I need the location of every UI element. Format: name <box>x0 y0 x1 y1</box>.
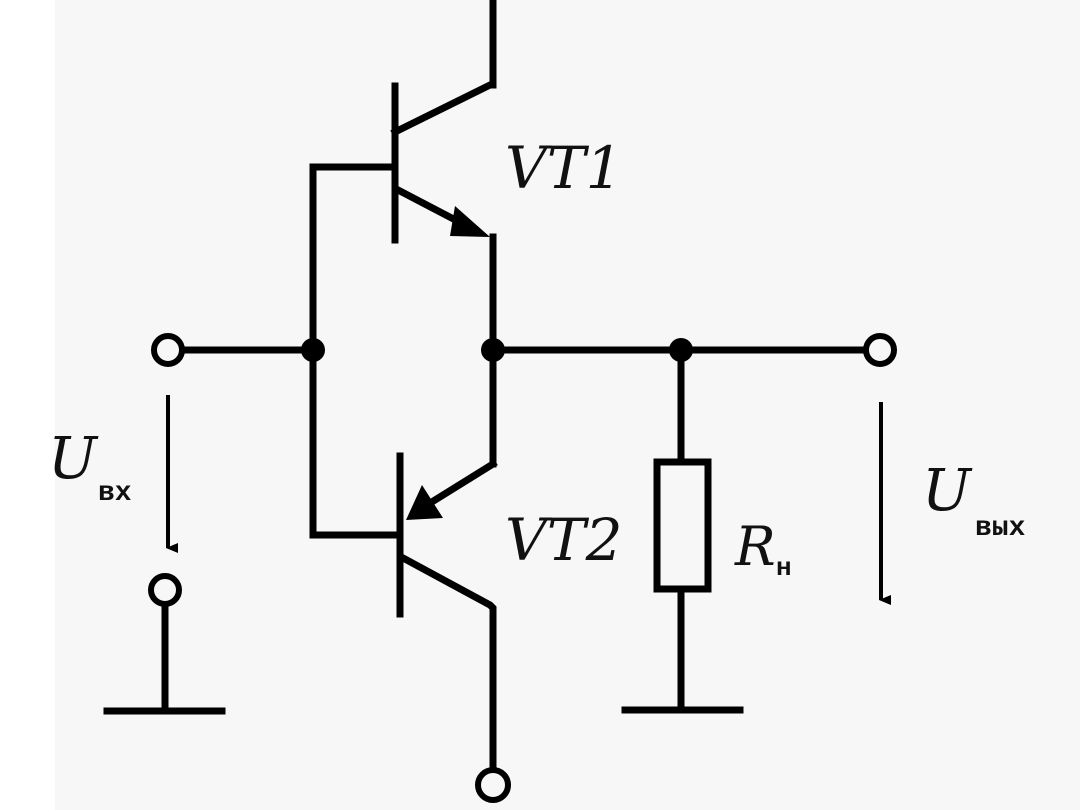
emitter-junction-node <box>481 338 505 362</box>
vt1-collector <box>390 0 497 137</box>
output-terminal <box>863 333 897 367</box>
vt2-emitter-arrow-icon <box>406 485 443 520</box>
input-terminal <box>151 333 185 367</box>
output-voltage-label: U <box>922 456 973 524</box>
input-voltage-label: U <box>48 424 99 492</box>
vt2-collector <box>398 553 497 774</box>
load-label-subscript: н <box>776 553 792 583</box>
base-junction-node <box>301 338 325 362</box>
output-voltage-subscript: вых <box>975 513 1026 544</box>
vt1-transistor <box>390 0 497 354</box>
output-junction-node <box>669 338 693 362</box>
vt1-emitter-arrow-icon <box>450 206 490 237</box>
load-resistor <box>621 346 744 714</box>
vt1-label: VT1 <box>505 134 622 202</box>
vt2-label: VT2 <box>505 506 622 574</box>
input-ground-terminal <box>148 573 182 607</box>
diagram-background <box>55 0 1080 810</box>
input-voltage-subscript: вх <box>98 478 132 509</box>
vt2-transistor <box>396 346 498 774</box>
load-label: R <box>734 515 776 578</box>
vt2-emitter <box>430 459 498 505</box>
vt2-collector-terminal <box>475 767 511 803</box>
